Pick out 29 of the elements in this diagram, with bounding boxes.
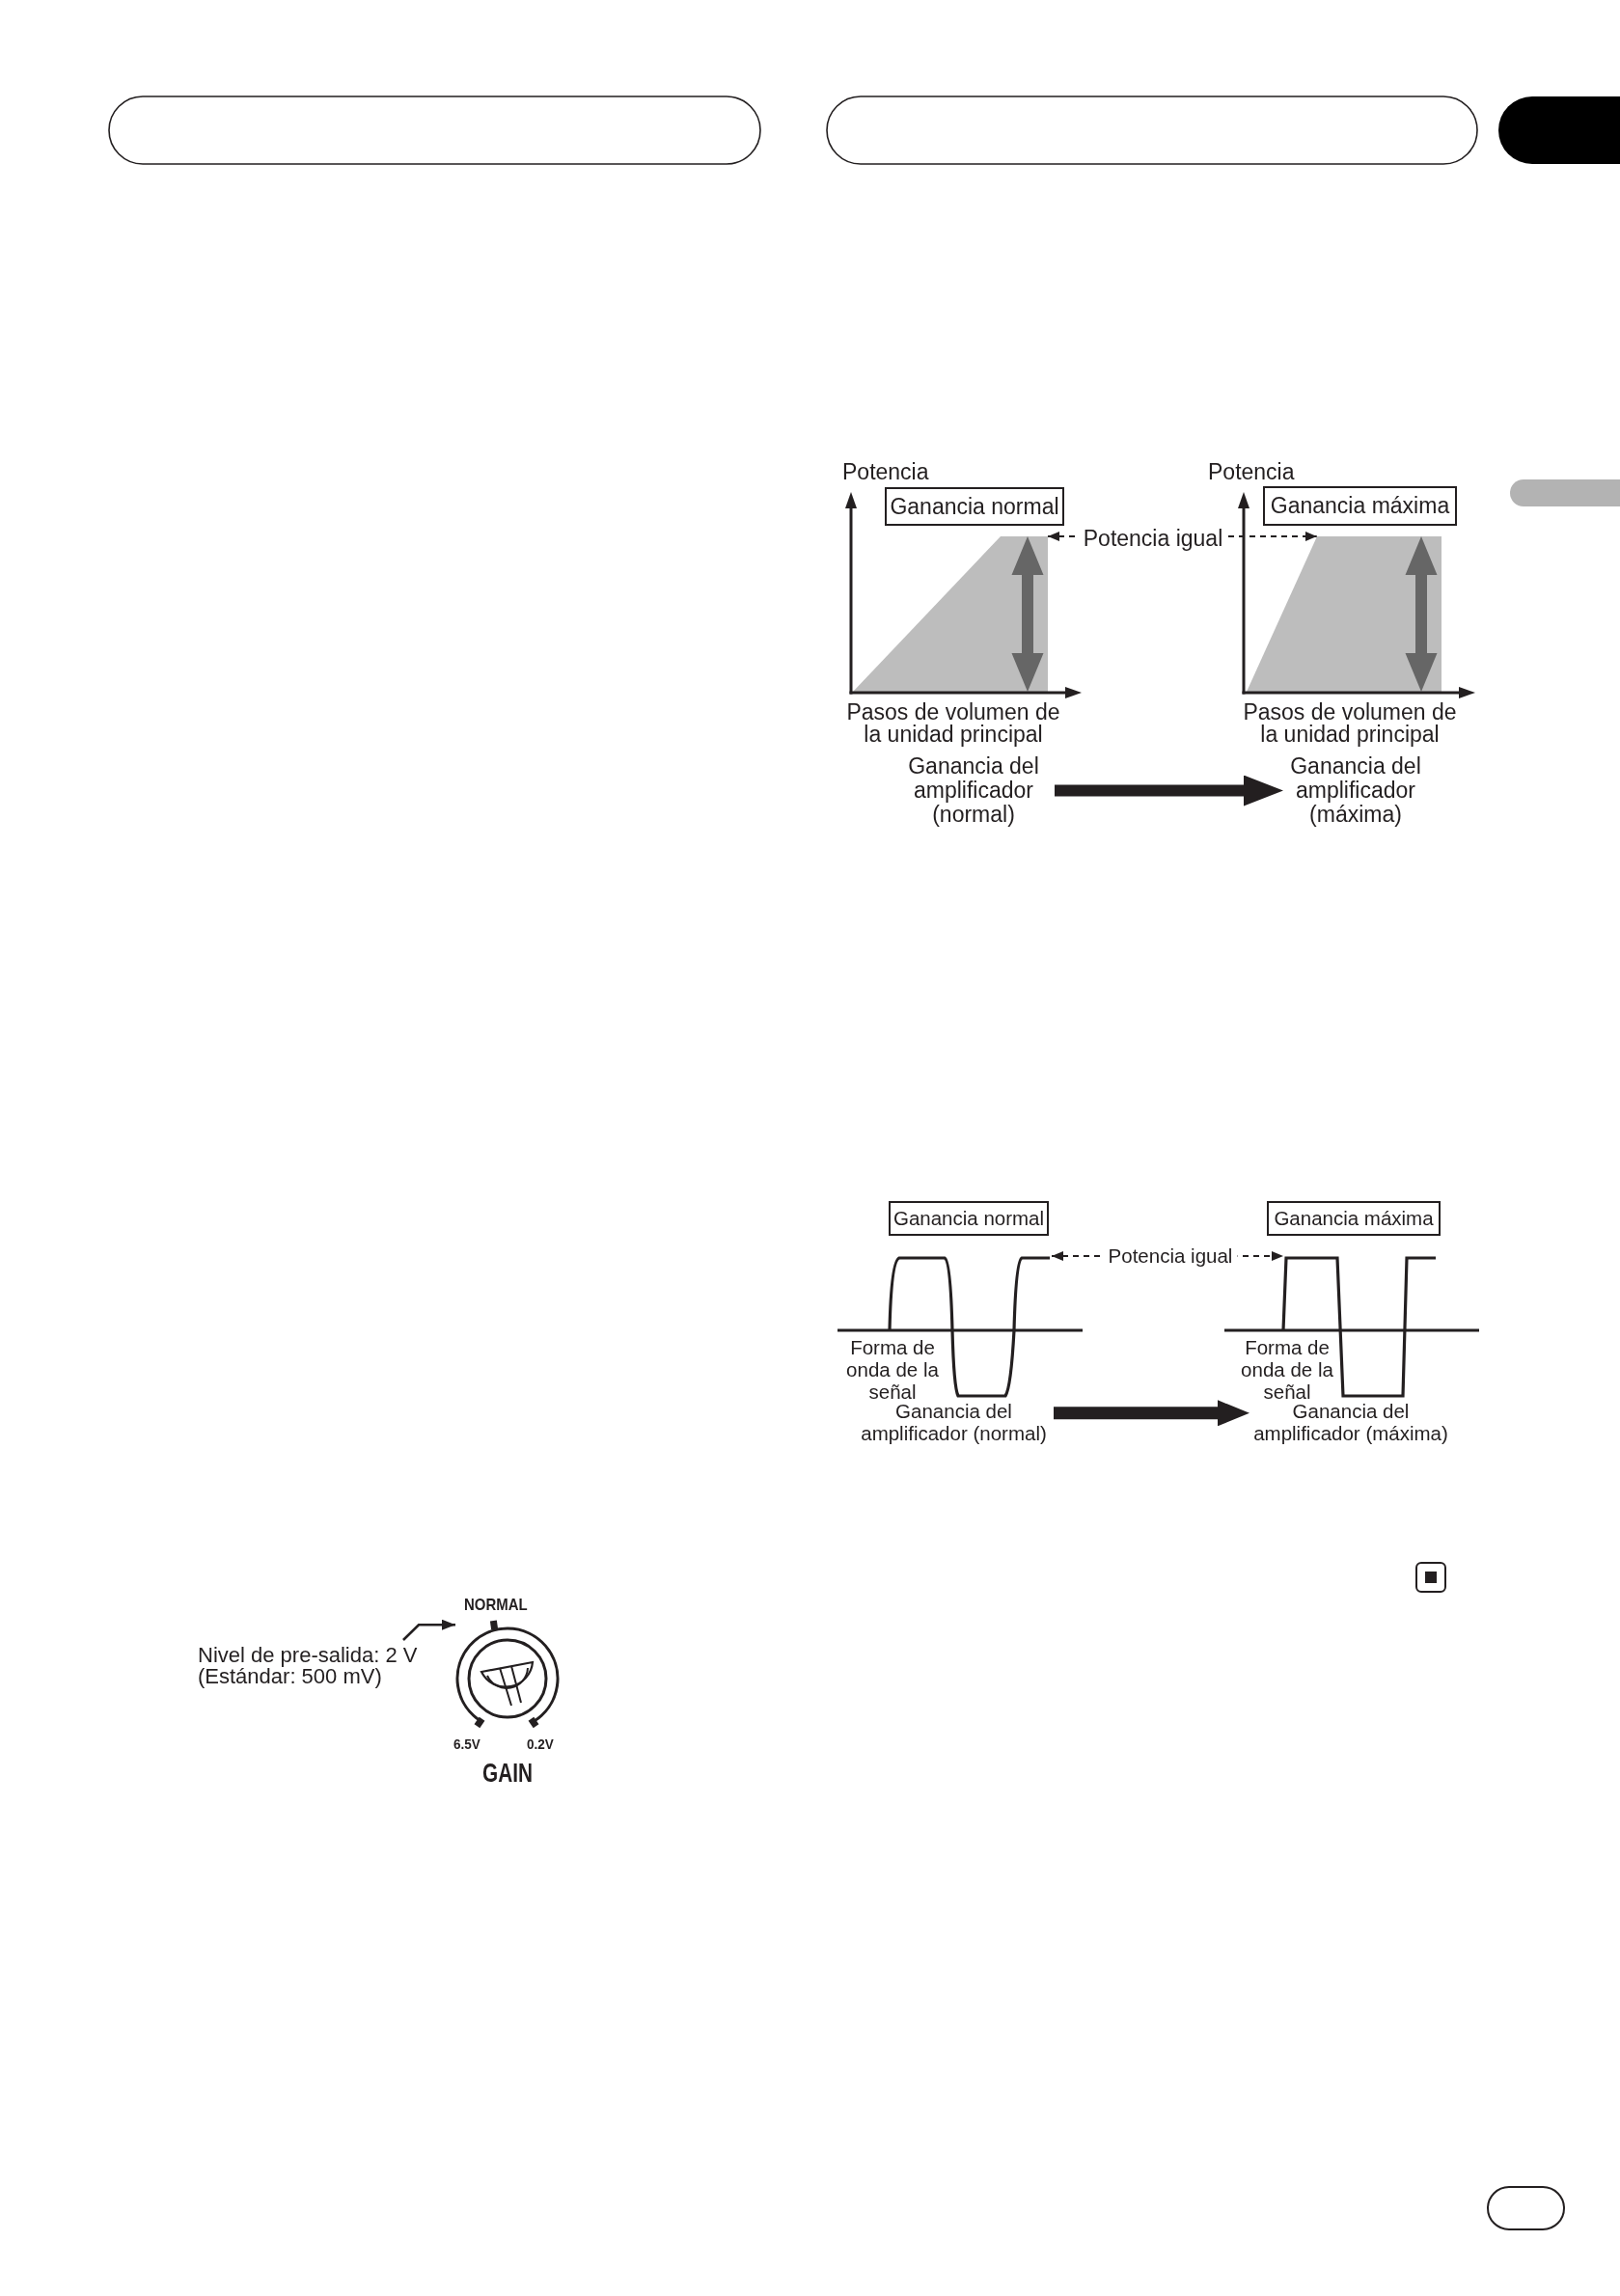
leader-arrow [402, 1619, 455, 1641]
waveform-caption: Forma de onda de la señal [1240, 1336, 1334, 1403]
page-number-frame [1487, 2186, 1565, 2230]
header-bar [108, 96, 761, 165]
gain-caption: Ganancia del amplificador (normal) [892, 754, 1055, 827]
section-tab [1498, 96, 1620, 164]
shaded-area [853, 536, 1048, 692]
level-note: Nivel de pre-salida: 2 V (Estándar: 500 mV) [198, 1640, 422, 1687]
scale-label: 6.5V [453, 1736, 481, 1751]
scale-label: NORMAL [464, 1597, 528, 1613]
gain-mode-label: Ganancia normal [885, 487, 1064, 526]
gain-mode-label: Ganancia máxima [1263, 486, 1457, 526]
side-tab [1510, 479, 1620, 506]
knob-label: GAIN [482, 1761, 533, 1787]
block-arrow [1054, 1400, 1249, 1427]
gain-caption: Ganancia del amplificador (máxima) [1283, 754, 1428, 827]
gain-caption: Ganancia del amplificador (máxima) [1249, 1400, 1452, 1444]
block-arrow [1055, 775, 1283, 806]
waveform-caption: Forma de onda de la señal [845, 1336, 940, 1403]
scale-label: 0.2V [527, 1736, 554, 1751]
axis-label: Pasos de volumen de la unidad principal [1242, 701, 1458, 746]
axis-label: Potencia [1208, 461, 1295, 483]
gain-caption: Ganancia del amplificador (normal) [854, 1400, 1054, 1444]
gain-mode-label: Ganancia normal [889, 1201, 1049, 1236]
gain-mode-label: Ganancia máxima [1267, 1201, 1441, 1236]
axis-label: Pasos de volumen de la unidad principal [845, 701, 1061, 746]
shaded-area [1247, 536, 1442, 692]
header-bar [826, 96, 1478, 165]
axis-label: Potencia [842, 461, 929, 483]
